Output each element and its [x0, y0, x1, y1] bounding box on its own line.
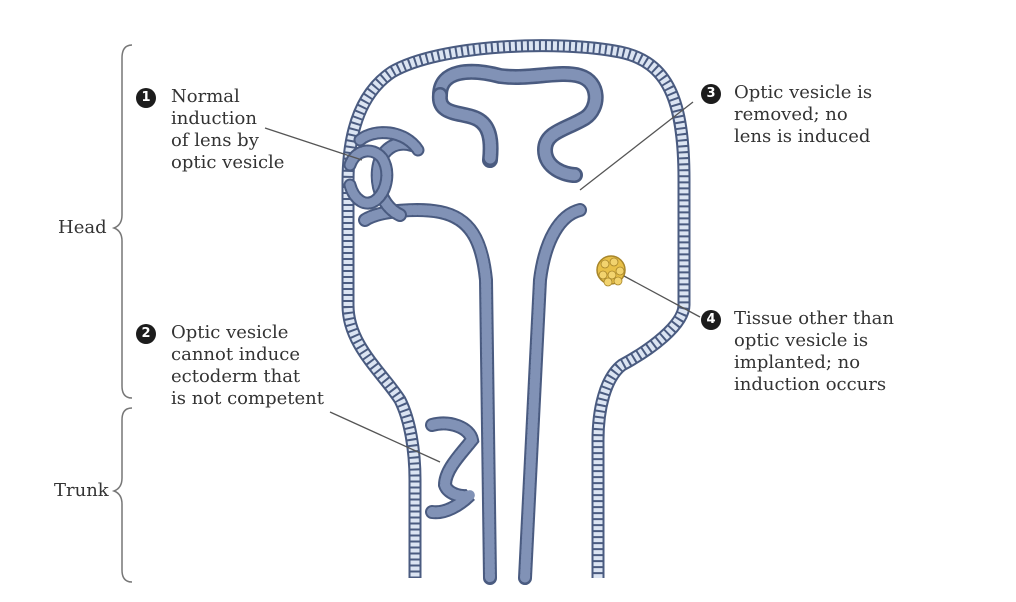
surface-ectoderm-left	[341, 182, 422, 578]
callout-4-text: Tissue other than optic vesicle is impla…	[734, 308, 894, 395]
leader-line-1	[264, 127, 363, 161]
head-bracket	[111, 44, 133, 399]
callout-2-text: Optic vesicle cannot induce ectoderm tha…	[171, 322, 324, 409]
callout-1-text: Normal induction of lens by optic vesicl…	[171, 86, 285, 173]
leader-line-3	[579, 101, 694, 191]
callout-3-number: 3	[701, 84, 721, 104]
leader-line-2	[329, 411, 441, 463]
neural-tube-left	[358, 203, 497, 585]
callout-4-number: 4	[701, 310, 721, 330]
trunk-label: Trunk	[54, 480, 109, 501]
surface-ectoderm	[341, 39, 691, 578]
trunk-bracket	[111, 407, 133, 583]
callout-3-text: Optic vesicle is removed; no lens is ind…	[734, 82, 873, 147]
leader-line-4	[623, 275, 701, 318]
implanted-tissue	[596, 255, 626, 287]
head-label: Head	[58, 217, 107, 238]
callout-1-number: 1	[136, 88, 156, 108]
callout-2-number: 2	[136, 324, 156, 344]
